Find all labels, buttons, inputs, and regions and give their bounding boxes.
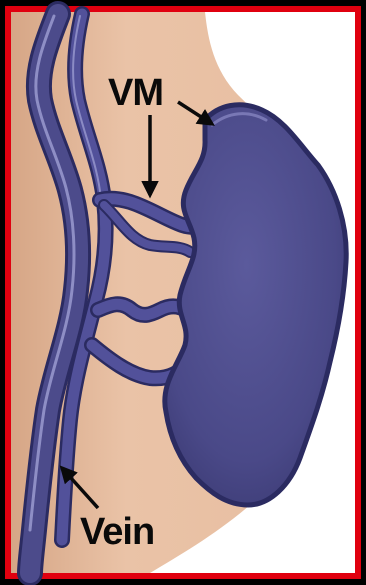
vein-label: Vein xyxy=(80,513,154,551)
vm-label: VM xyxy=(108,74,163,112)
